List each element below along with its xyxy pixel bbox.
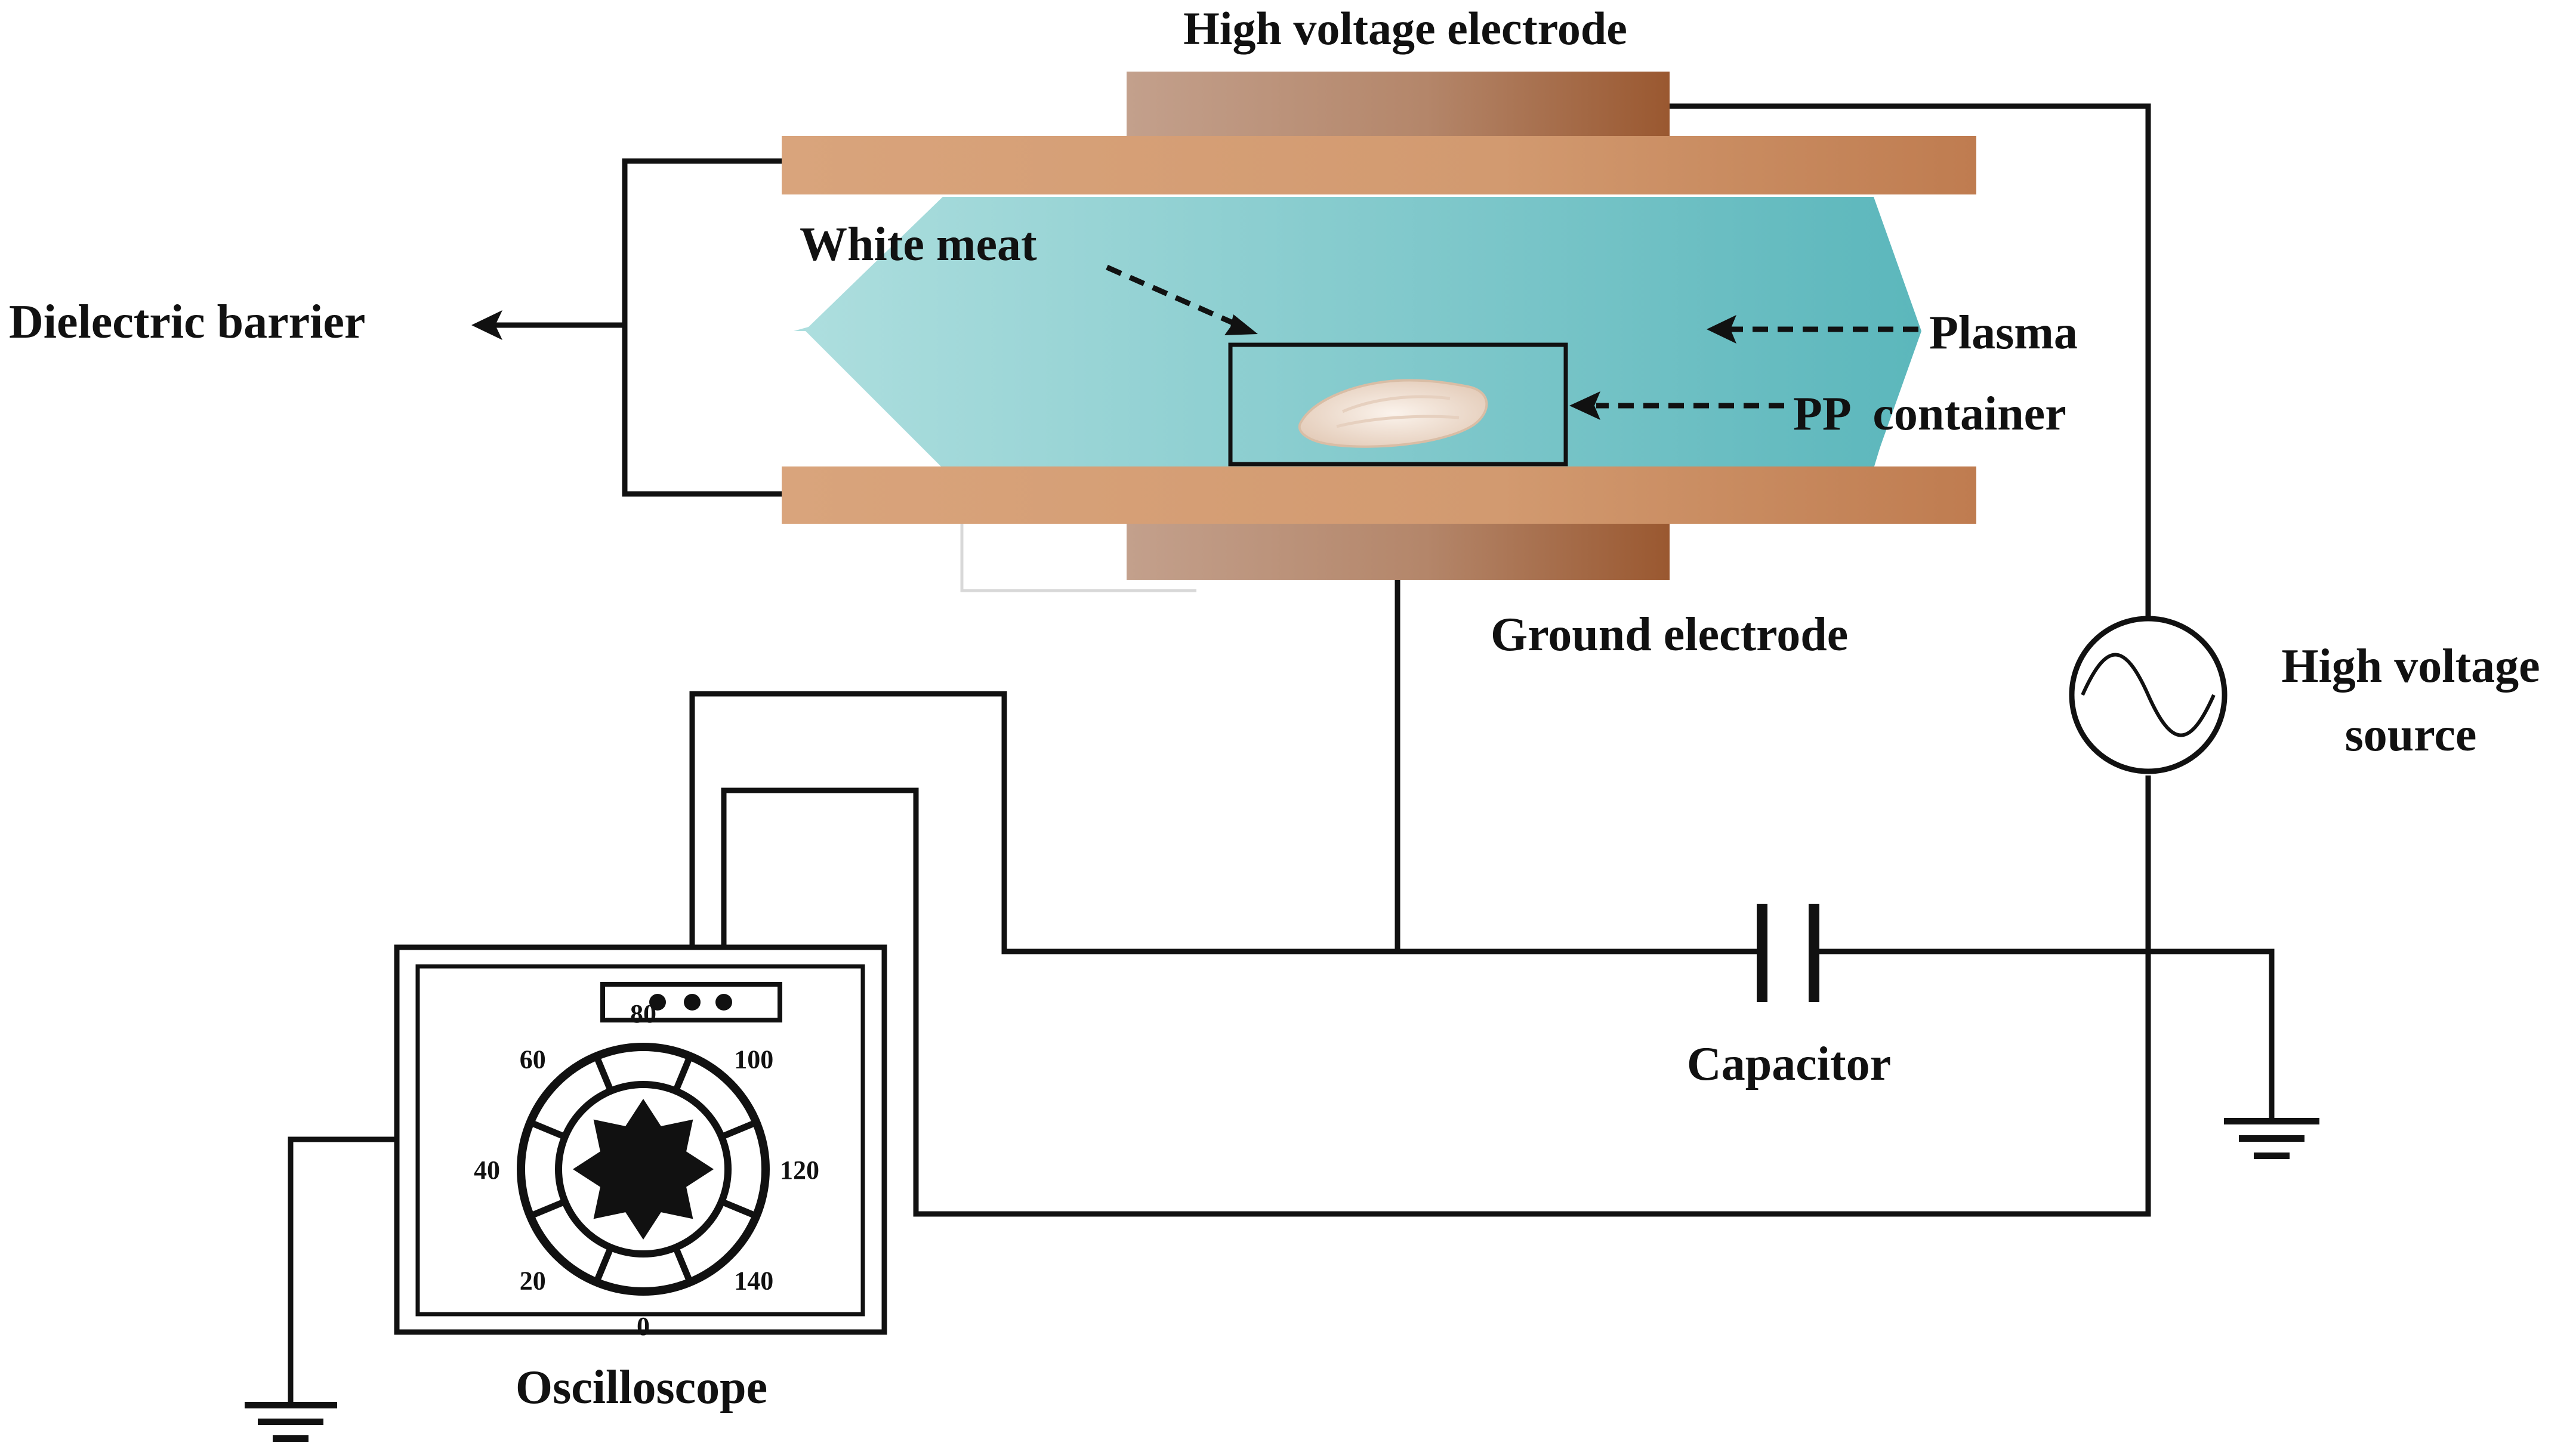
dial-tick-label: 20	[520, 1266, 546, 1295]
dial-spoke	[529, 1198, 566, 1219]
dial-spoke	[720, 1119, 758, 1140]
ground-symbol-right	[2224, 1118, 2319, 1159]
high-voltage-electrode	[1127, 72, 1670, 138]
annotation-arrows	[1106, 264, 1918, 420]
dial-spoke	[529, 1119, 566, 1140]
label-high-voltage-electrode: High voltage electrode	[1183, 2, 1627, 54]
reactor	[782, 72, 1976, 592]
label-capacitor: Capacitor	[1687, 1038, 1891, 1090]
dial-tick-label: 60	[520, 1045, 546, 1074]
dial-spoke	[672, 1246, 693, 1284]
dial-spoke	[672, 1055, 693, 1092]
dial-tick-label: 40	[474, 1155, 500, 1185]
white-meat-arrowhead	[1224, 314, 1258, 335]
dial-tick-label: 140	[734, 1266, 773, 1295]
oscilloscope-dial: 0 20 40 60 80 100 120 140	[474, 999, 819, 1341]
probe-port-1	[649, 994, 666, 1011]
dial-tick-label: 0	[637, 1312, 650, 1341]
dial-knob-star	[573, 1099, 714, 1240]
dial-spoke	[593, 1246, 614, 1284]
dielectric-barrier-arrowhead	[471, 310, 502, 340]
dial-spokes	[529, 1055, 758, 1284]
capacitor-plate-right	[1809, 904, 1819, 1002]
measurement-wire	[689, 691, 1760, 990]
plasma-region-shape	[806, 197, 1915, 468]
label-pp-container: PP container	[1793, 388, 2066, 440]
dial-tick-label: 80	[630, 999, 656, 1028]
dial-labels: 0 20 40 60 80 100 120 140	[474, 999, 819, 1341]
dial-spoke	[720, 1198, 758, 1219]
dielectric-barrier-bracket	[622, 158, 782, 497]
dielectric-barrier-top	[782, 136, 1976, 194]
oscilloscope-ground-wire	[288, 1136, 397, 1405]
hv-source-return-wire	[721, 775, 2151, 1217]
label-plasma: Plasma	[1929, 307, 2078, 359]
probe-port-3	[715, 994, 732, 1011]
capacitor-ground-wire	[1814, 948, 2275, 1121]
label-dielectric-barrier: Dielectric barrier	[9, 296, 365, 348]
label-high-voltage-source-line1: High voltage	[2281, 640, 2540, 693]
probe-connector-bar	[600, 982, 782, 1022]
plasma-arrowhead	[1707, 315, 1736, 344]
dielectric-barrier-bottom	[782, 466, 1976, 524]
wiring	[245, 103, 2319, 1442]
probe-port-2	[684, 994, 701, 1011]
pp-container	[1228, 342, 1568, 466]
ground-symbol-left	[245, 1402, 337, 1442]
hv-electrode-wire	[1670, 103, 2151, 620]
label-high-voltage-source-line2: source	[2345, 709, 2477, 761]
sine-wave-icon	[2081, 653, 2216, 737]
pp-container-arrowhead	[1569, 391, 1600, 420]
high-voltage-source	[2069, 616, 2228, 774]
ground-electrode	[1127, 524, 1670, 580]
oscilloscope: 0 20 40 60 80 100 120 140	[394, 944, 887, 1341]
label-ground-electrode: Ground electrode	[1491, 608, 1848, 661]
capacitor-plate-left	[1757, 904, 1767, 1002]
dial-tick-label: 120	[780, 1155, 819, 1185]
white-meat-sample	[1298, 379, 1488, 448]
stand-outline	[960, 524, 1196, 592]
dial-spoke	[593, 1055, 614, 1092]
label-oscilloscope: Oscilloscope	[516, 1361, 767, 1414]
dial-tick-label: 100	[734, 1045, 773, 1074]
label-white-meat: White meat	[800, 218, 1037, 271]
labels: High voltage electrode Dielectric barrie…	[9, 2, 2540, 1414]
